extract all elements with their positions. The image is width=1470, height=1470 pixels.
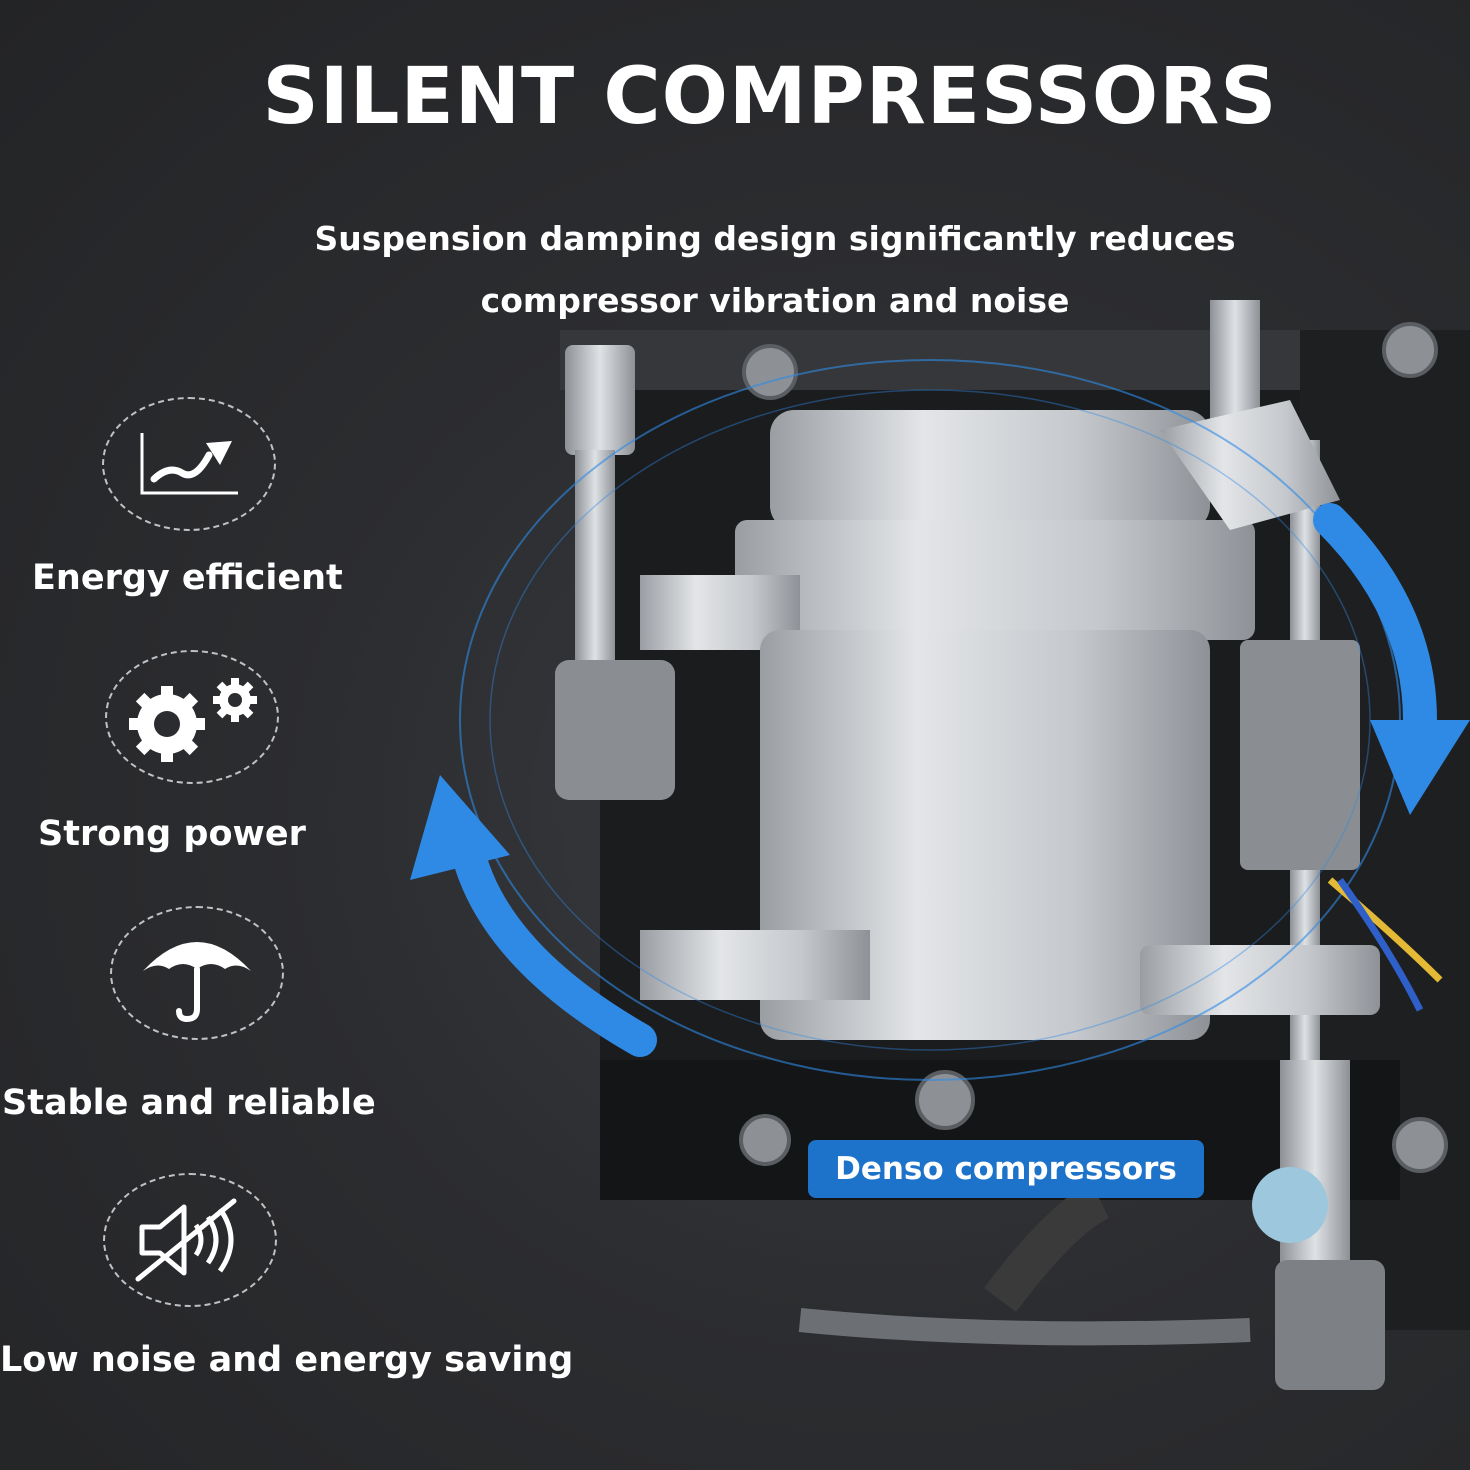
subtitle-line-2: compressor vibration and noise (480, 281, 1070, 320)
umbrella-icon (110, 906, 284, 1040)
compressor-image (410, 300, 1470, 1390)
feature-label-strong-power: Strong power (38, 814, 306, 854)
feature-label-stable-and-reliable: Stable and reliable (2, 1083, 376, 1123)
gears-icon (105, 650, 279, 784)
feature-label-low-noise: Low noise and energy saving (0, 1340, 574, 1380)
feature-label-energy-efficient: Energy efficient (32, 558, 343, 598)
page-subtitle: Suspension damping design significantly … (250, 208, 1300, 332)
denso-badge: Denso compressors (808, 1140, 1204, 1198)
rising-chart-icon (102, 397, 276, 531)
page-title: SILENT COMPRESSORS (262, 52, 1278, 142)
subtitle-line-1: Suspension damping design significantly … (314, 219, 1236, 258)
muted-speaker-icon (103, 1173, 277, 1307)
